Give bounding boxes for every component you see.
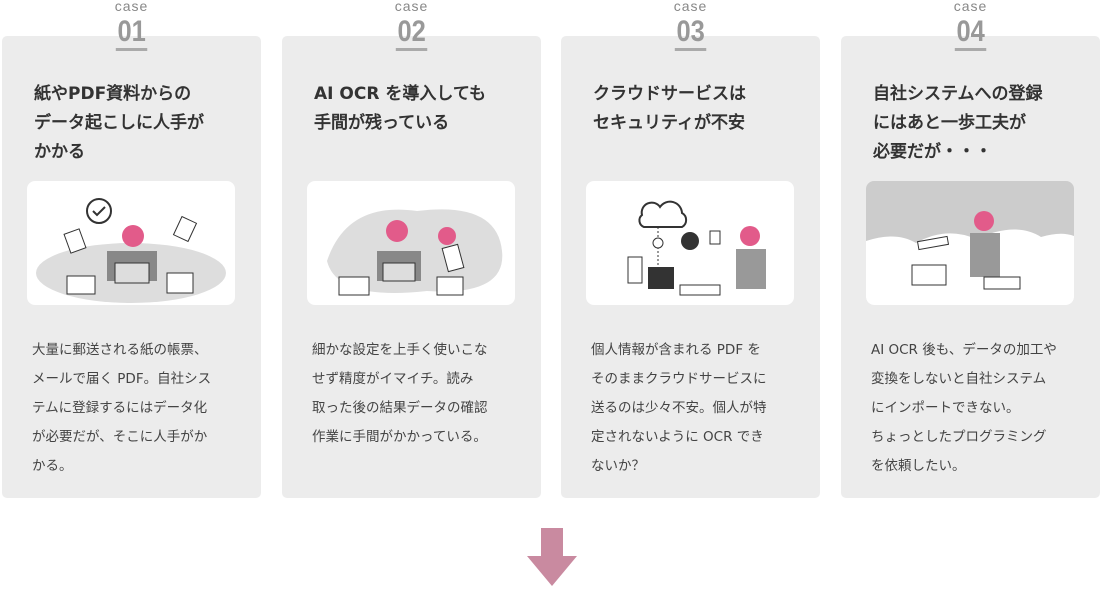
case-description: 大量に郵送される紙の帳票、 メールで届く PDF。自社シス テムに登録するにはデ…: [32, 342, 212, 474]
case-label: case: [114, 0, 149, 14]
illustration-cloud-security: [586, 181, 794, 305]
case-number-text: 03: [674, 16, 707, 51]
case-number: 04: [841, 16, 1100, 51]
case-number: 02: [282, 16, 541, 51]
case-card-2: case 02 AI OCR を導入しても 手間が残っている 細かな設定を上手く…: [282, 0, 541, 498]
down-arrow-icon: [527, 528, 577, 590]
case-number-text: 02: [395, 16, 428, 51]
case-label: case: [953, 0, 988, 14]
case-card-4: case 04 自社システムへの登録 にはあと一歩工夫が 必要だが・・・ AI …: [841, 0, 1100, 498]
case-label: case: [673, 0, 708, 14]
case-description: 個人情報が含まれる PDF を そのままクラウドサービスに 送るのは少々不安。個…: [591, 342, 767, 474]
case-title: クラウドサービスは セキュリティが不安: [593, 84, 746, 133]
case-number-text: 01: [115, 16, 148, 51]
case-number: 01: [2, 16, 261, 51]
case-title: 自社システムへの登録 にはあと一歩工夫が 必要だが・・・: [873, 84, 1043, 162]
illustration-gloomy-worker: [866, 181, 1074, 305]
case-number-text: 04: [954, 16, 987, 51]
case-title: 紙やPDF資料からの データ起こしに人手が かかる: [34, 84, 204, 162]
case-label: case: [394, 0, 429, 14]
illustration-frustrated-workers: [307, 181, 515, 305]
case-description: AI OCR 後も、データの加工や 変換をしないと自社システム にインポートでき…: [871, 342, 1057, 474]
case-card-3: case 03 クラウドサービスは セキュリティが不安 個人情報が含まれる PD…: [561, 0, 820, 498]
case-title: AI OCR を導入しても 手間が残っている: [314, 84, 486, 133]
case-description: 細かな設定を上手く使いこな せず精度がイマイチ。読み 取った後の結果データの確認…: [312, 342, 488, 445]
illustration-overwhelmed-worker: [27, 181, 235, 305]
case-card-1: case 01 紙やPDF資料からの データ起こしに人手が かかる 大量に郵送さ…: [2, 0, 261, 498]
case-number: 03: [561, 16, 820, 51]
